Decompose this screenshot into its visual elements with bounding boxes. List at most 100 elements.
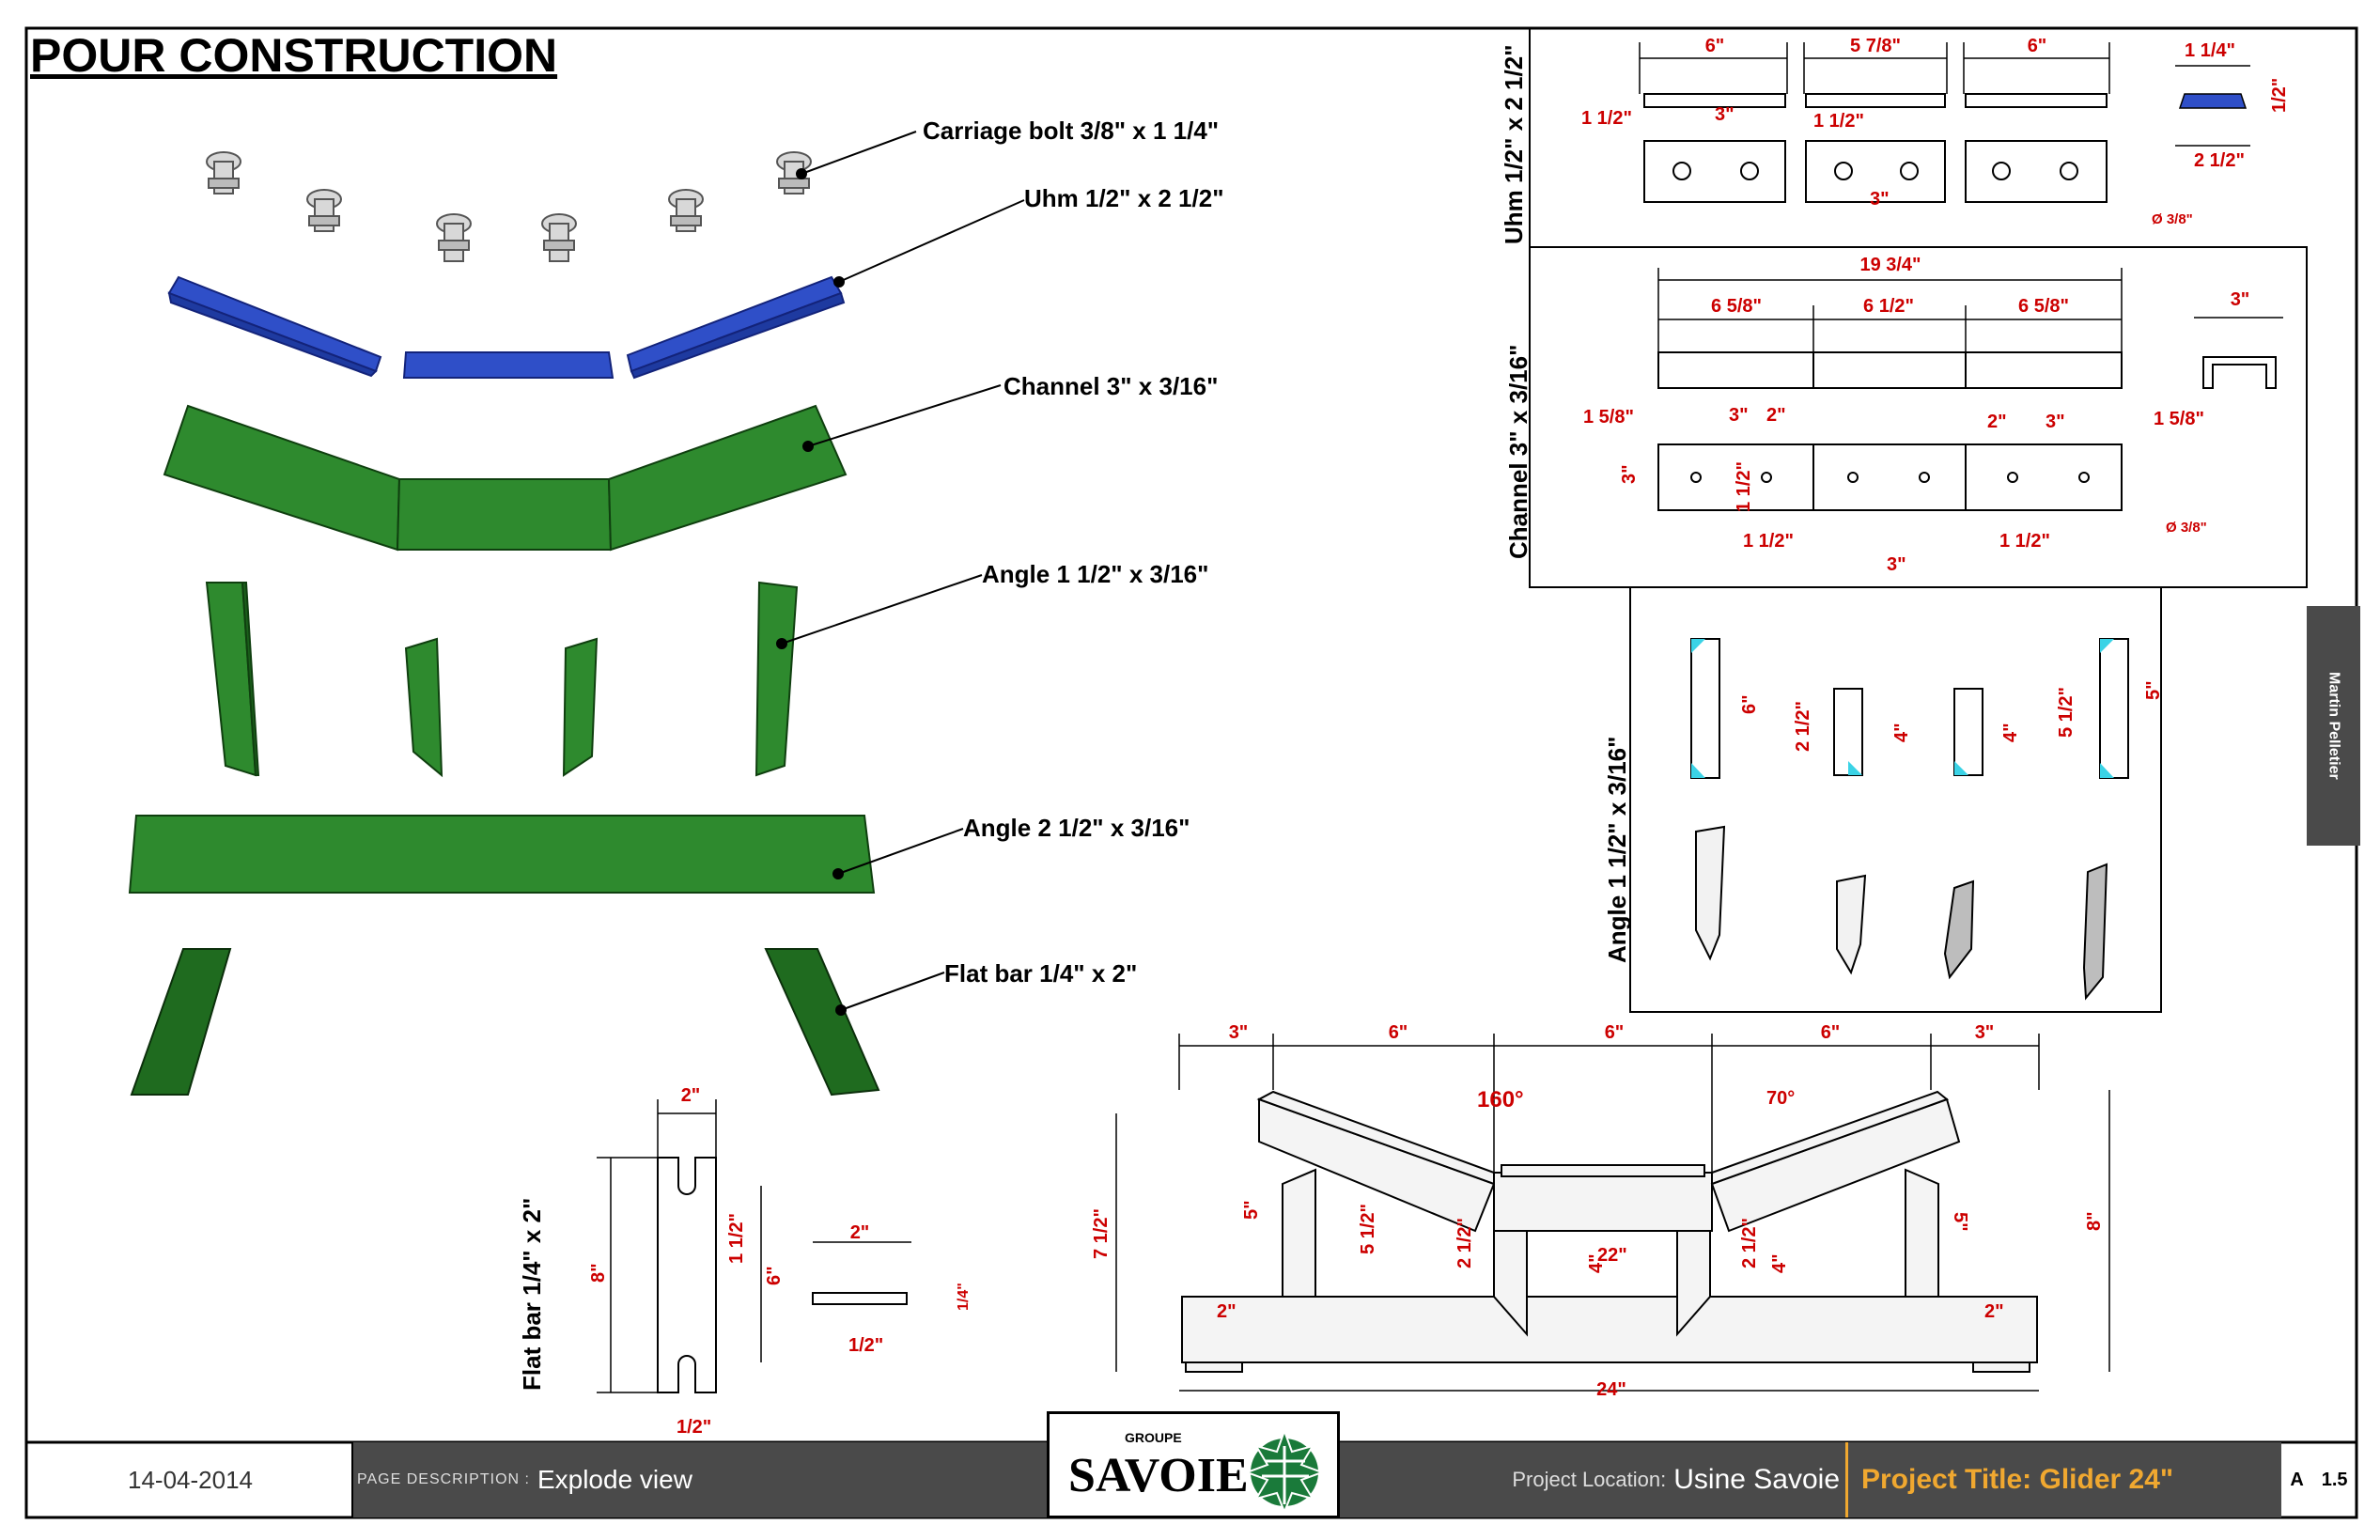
callout-channel: Channel 3" x 3/16"	[1003, 372, 1218, 400]
designer-name: Martin Pelletier	[2326, 672, 2342, 780]
channel	[163, 404, 848, 552]
project-location-value: Usine Savoie	[1673, 1464, 1840, 1495]
dimension-label: 22"	[1597, 1245, 1627, 1266]
carriage-bolt	[541, 213, 577, 262]
dimension-label: 70°	[1766, 1088, 1795, 1109]
callout-angle-long: Angle 2 1/2" x 3/16"	[963, 814, 1190, 842]
dimension-label: 2 1/2"	[1454, 1218, 1475, 1268]
dimension-label: 6"	[1605, 1022, 1625, 1043]
dimension-label: 3"	[1887, 554, 1906, 575]
logo-small-text: GROUPE	[1125, 1430, 1182, 1445]
dimension-label: 8"	[588, 1263, 609, 1283]
dimension-label: 5"	[1950, 1212, 1970, 1232]
dimension-label: 4"	[1769, 1253, 1790, 1273]
page-description-label: PAGE DESCRIPTION :	[357, 1471, 530, 1487]
dimension-label: 3"	[1619, 464, 1640, 484]
callout-flat-bar: Flat bar 1/4" x 2"	[944, 959, 1137, 988]
angle-long	[128, 815, 876, 894]
callout-labels: Carriage bolt 3/8" x 1 1/4" Uhm 1/2" x 2…	[923, 117, 1224, 988]
page-title: POUR CONSTRUCTION	[30, 29, 558, 82]
dimension-label: 160°	[1477, 1087, 1524, 1112]
dimension-label: 7 1/2"	[1091, 1208, 1112, 1259]
dimension-label: 3"	[1715, 104, 1734, 125]
flatbar-view-label: Flat bar 1/4" x 2"	[518, 1198, 546, 1391]
sheet-number: 1.5	[2321, 1469, 2348, 1490]
exploded-view: Carriage bolt 3/8" x 1 1/4" Uhm 1/2" x 2…	[128, 117, 1224, 1097]
flatbar-detail: Flat bar 1/4" x 2" 2" 8" 1 1/2" 6" 1/2" …	[518, 1085, 972, 1438]
dimension-label: 5"	[1241, 1200, 1262, 1220]
carriage-bolt	[668, 189, 704, 232]
dimension-label: 1/4"	[956, 1283, 972, 1311]
footer-page-description: PAGE DESCRIPTION : Explode view	[353, 1442, 1047, 1517]
dimension-label: 1 1/2"	[1743, 531, 1794, 552]
dimension-label: 1/2"	[677, 1417, 711, 1438]
dimension-label: 2"	[1987, 412, 2007, 432]
dimension-label: 3"	[2231, 289, 2250, 310]
flat-bars	[130, 948, 880, 1097]
callout-leaders	[776, 131, 1025, 1016]
footer-sheet-number: A 1.5	[2281, 1442, 2357, 1517]
dimension-label: 3"	[1870, 189, 1890, 210]
carriage-bolt	[206, 151, 241, 194]
dimension-label: 1 1/4"	[2185, 40, 2235, 61]
dimension-label: 24"	[1596, 1379, 1626, 1400]
channel-view-label: Channel 3" x 3/16"	[1504, 345, 1532, 559]
dimension-label: 1 1/2"	[1581, 108, 1632, 129]
dimension-label: 2"	[850, 1222, 870, 1243]
dimension-label: 5 7/8"	[1850, 36, 1901, 56]
footer-project-location: Project Location: Usine Savoie	[1340, 1442, 1845, 1517]
dimension-label: 6 1/2"	[1863, 296, 1914, 317]
dimension-label: 1 1/2"	[1999, 531, 2050, 552]
dimension-label: 1/2"	[848, 1335, 883, 1356]
dimension-label: 4"	[2000, 723, 2021, 742]
dimension-label: 4"	[1586, 1253, 1607, 1273]
sheet-border	[24, 26, 2358, 1519]
sheet-letter: A	[2290, 1469, 2304, 1490]
uhm-detail: Uhm 1/2" x 2 1/2" 6" 5 7/8" 6" 1 1/4" 1/…	[1500, 28, 2307, 248]
callout-uhm: Uhm 1/2" x 2 1/2"	[1024, 184, 1224, 212]
logo-main-text: SAVOIE	[1068, 1449, 1249, 1502]
dimension-label: 3"	[2046, 412, 2065, 432]
dimension-label: 5 1/2"	[2056, 687, 2077, 738]
carriage-bolt	[436, 213, 472, 262]
dimension-label: 2"	[1766, 405, 1786, 426]
dimension-label: 2 1/2"	[1793, 701, 1813, 752]
angle-small-pieces	[205, 581, 799, 778]
angle-detail: Angle 1 1/2" x 3/16" 6" 2 1/2" 4" 4" 5 1…	[1603, 586, 2164, 1013]
dimension-label: 2 1/2"	[2194, 150, 2245, 171]
dimension-label: 1 1/2"	[726, 1213, 747, 1264]
maple-leaf-icon	[1244, 1428, 1325, 1515]
channel-detail: Channel 3" x 3/16" 19 3/4" 6 5/8" 6 1/2"…	[1504, 246, 2308, 588]
designer-tab: Martin Pelletier	[2307, 606, 2360, 846]
dimension-label: 6"	[2028, 36, 2047, 56]
dimension-label: 6"	[1821, 1022, 1841, 1043]
footer-project-title: Project Title: Glider 24"	[1845, 1442, 2281, 1517]
dimension-label: 6"	[1389, 1022, 1408, 1043]
callout-carriage-bolt: Carriage bolt 3/8" x 1 1/4"	[923, 117, 1219, 145]
page-description-value: Explode view	[537, 1465, 692, 1494]
project-location-label: Project Location:	[1512, 1468, 1667, 1491]
dimension-label: 3"	[1229, 1022, 1249, 1043]
dimension-label: 4"	[1891, 723, 1912, 742]
angle-view-label: Angle 1 1/2" x 3/16"	[1603, 737, 1631, 963]
dimension-label: 6"	[1739, 694, 1760, 714]
dimension-label: 2"	[1984, 1301, 2004, 1322]
dimension-label: 3"	[1975, 1022, 1995, 1043]
dimension-label: 1 1/2"	[1813, 111, 1864, 132]
carriage-bolts	[206, 151, 812, 262]
callout-angle-small: Angle 1 1/2" x 3/16"	[982, 560, 1208, 588]
carriage-bolt	[306, 189, 342, 232]
dimension-label: 5"	[2143, 680, 2164, 700]
dimension-label: 19 3/4"	[1859, 255, 1921, 275]
dimension-label: Ø 3/8"	[2166, 520, 2207, 536]
dimension-label: 6"	[764, 1266, 785, 1285]
footer-date: 14-04-2014	[128, 1465, 253, 1494]
dimension-label: 2"	[681, 1085, 701, 1106]
dimension-label: 6 5/8"	[2018, 296, 2069, 317]
dimension-label: 1 5/8"	[2154, 409, 2204, 429]
dimension-label: 5 1/2"	[1358, 1204, 1378, 1254]
logo-graphic: GROUPE SAVOIE	[1068, 1428, 1325, 1515]
dimension-label: 2"	[1217, 1301, 1237, 1322]
dimension-label: 2 1/2"	[1739, 1218, 1760, 1268]
company-logo: GROUPE SAVOIE	[1047, 1411, 1340, 1518]
